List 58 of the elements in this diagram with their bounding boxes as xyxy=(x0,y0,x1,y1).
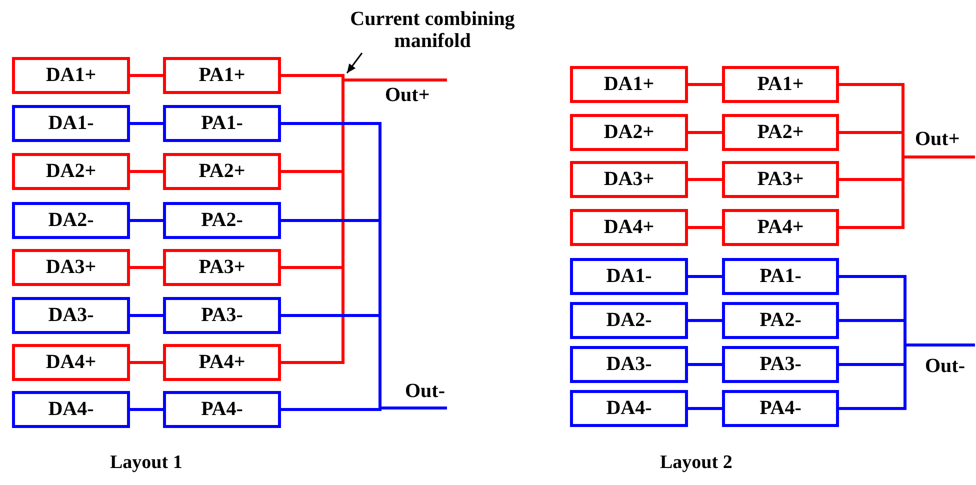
output-label: Out+ xyxy=(915,128,960,151)
amplifier-box: DA1- xyxy=(12,105,130,142)
amplifier-box: DA2- xyxy=(12,202,130,239)
wire xyxy=(130,361,163,364)
amplifier-box: DA4- xyxy=(12,391,130,428)
layout-caption: Layout 1 xyxy=(110,452,182,474)
amplifier-box: PA1+ xyxy=(722,66,839,103)
wire xyxy=(130,314,163,317)
amplifier-box: PA1- xyxy=(722,258,839,295)
amplifier-box: DA1+ xyxy=(570,66,688,103)
wire xyxy=(281,406,447,411)
amplifier-box: PA2+ xyxy=(722,114,839,151)
wire xyxy=(688,275,722,278)
amplifier-box: DA2- xyxy=(570,302,688,339)
output-label: Out- xyxy=(925,355,965,378)
wire xyxy=(688,226,722,229)
amplifier-box: DA4+ xyxy=(570,209,688,246)
amplifier-box: DA2+ xyxy=(570,114,688,151)
wire xyxy=(688,83,722,86)
annotation-label: Current combining manifold xyxy=(345,8,520,52)
wire xyxy=(688,319,722,322)
amplifier-box: DA3+ xyxy=(570,161,688,198)
amplifier-box: PA2- xyxy=(722,302,839,339)
output-label: Out+ xyxy=(385,84,430,107)
wire xyxy=(130,266,163,269)
amplifier-box: PA1+ xyxy=(163,57,281,94)
amplifier-box: DA3- xyxy=(12,297,130,334)
amplifier-box: PA1- xyxy=(163,105,281,142)
output-label: Out- xyxy=(405,380,445,403)
amplifier-box: PA4+ xyxy=(722,209,839,246)
amplifier-box: PA3+ xyxy=(163,249,281,286)
wire xyxy=(688,178,722,181)
layout-caption: Layout 2 xyxy=(660,452,732,474)
amplifier-box: DA2+ xyxy=(12,153,130,190)
wire xyxy=(130,219,163,222)
amplifier-box: PA3+ xyxy=(722,161,839,198)
amplifier-box: DA1+ xyxy=(12,57,130,94)
wire xyxy=(688,131,722,134)
amplifier-box: DA4- xyxy=(570,390,688,427)
amplifier-box: PA4- xyxy=(163,391,281,428)
wire xyxy=(688,407,722,410)
wire xyxy=(130,74,163,77)
amplifier-box: PA3- xyxy=(722,346,839,383)
amplifier-box: DA4+ xyxy=(12,344,130,381)
wire xyxy=(130,408,163,411)
amplifier-box: DA1- xyxy=(570,258,688,295)
wire xyxy=(130,170,163,173)
amplifier-box: PA2- xyxy=(163,202,281,239)
wire xyxy=(130,122,163,125)
amplifier-box: PA4- xyxy=(722,390,839,427)
amplifier-box: DA3- xyxy=(570,346,688,383)
wire xyxy=(281,78,447,364)
wire xyxy=(688,363,722,366)
amplifier-box: PA3- xyxy=(163,297,281,334)
amplifier-box: DA3+ xyxy=(12,249,130,286)
leader-line xyxy=(346,52,363,74)
amplifier-box: PA2+ xyxy=(163,153,281,190)
amplifier-box: PA4+ xyxy=(163,344,281,381)
